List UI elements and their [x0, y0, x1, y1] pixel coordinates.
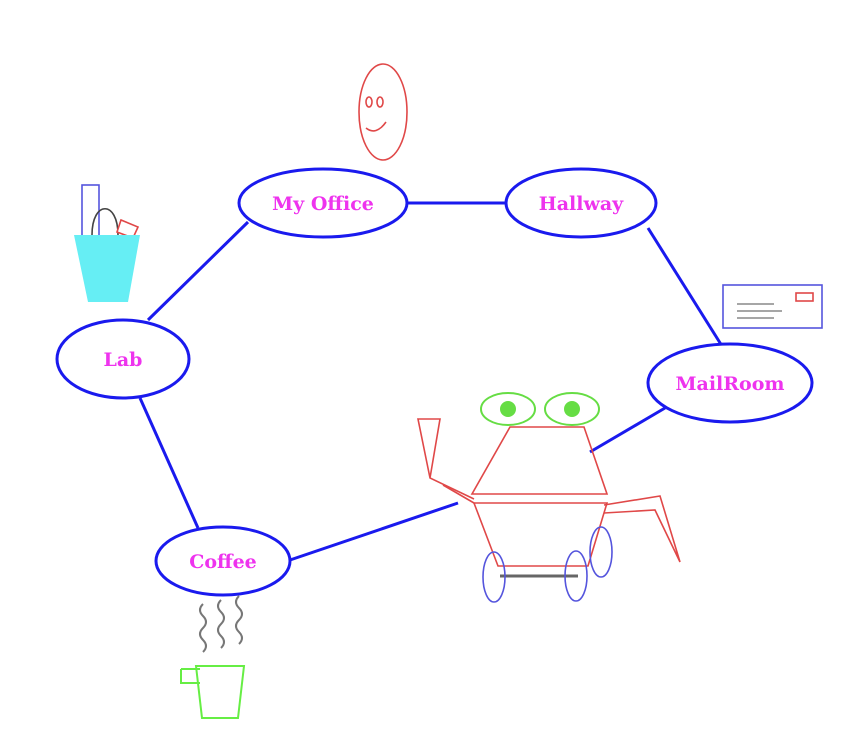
robot-wheel: [589, 526, 613, 578]
coffee-cup-icon: [180, 665, 246, 719]
node-label-my-office: My Office: [272, 193, 374, 215]
node-ellipse: [154, 525, 292, 597]
node-label-mailroom: MailRoom: [675, 373, 784, 395]
trash-can-icon: [74, 184, 140, 302]
node-hallway: Hallway: [504, 167, 658, 239]
edge-mailroom-robot: [589, 406, 666, 454]
node-ellipse: [237, 167, 409, 239]
node-ellipse: [646, 342, 814, 424]
node-label-hallway: Hallway: [539, 193, 624, 215]
envelope-icon: [722, 284, 823, 329]
edge-coffee-robot: [289, 501, 459, 562]
node-label-lab: Lab: [104, 349, 143, 371]
robot-icon: [417, 392, 681, 603]
edge-office-lab: [146, 220, 250, 322]
node-ellipse: [504, 167, 658, 239]
node-lab: Lab: [55, 318, 191, 400]
node-mailroom: MailRoom: [646, 342, 814, 424]
edge-hallway-mailroom: [646, 227, 724, 347]
steam-icon: [199, 595, 243, 653]
robot-wheel: [564, 550, 588, 602]
node-ellipse: [55, 318, 191, 400]
edge-lab-coffee: [138, 397, 200, 529]
node-my-office: My Office: [237, 167, 409, 239]
node-label-coffee: Coffee: [189, 551, 257, 573]
node-coffee: Coffee: [154, 525, 292, 597]
face-icon: [358, 63, 408, 161]
edges: [138, 201, 724, 562]
robot-wheel: [482, 551, 506, 603]
